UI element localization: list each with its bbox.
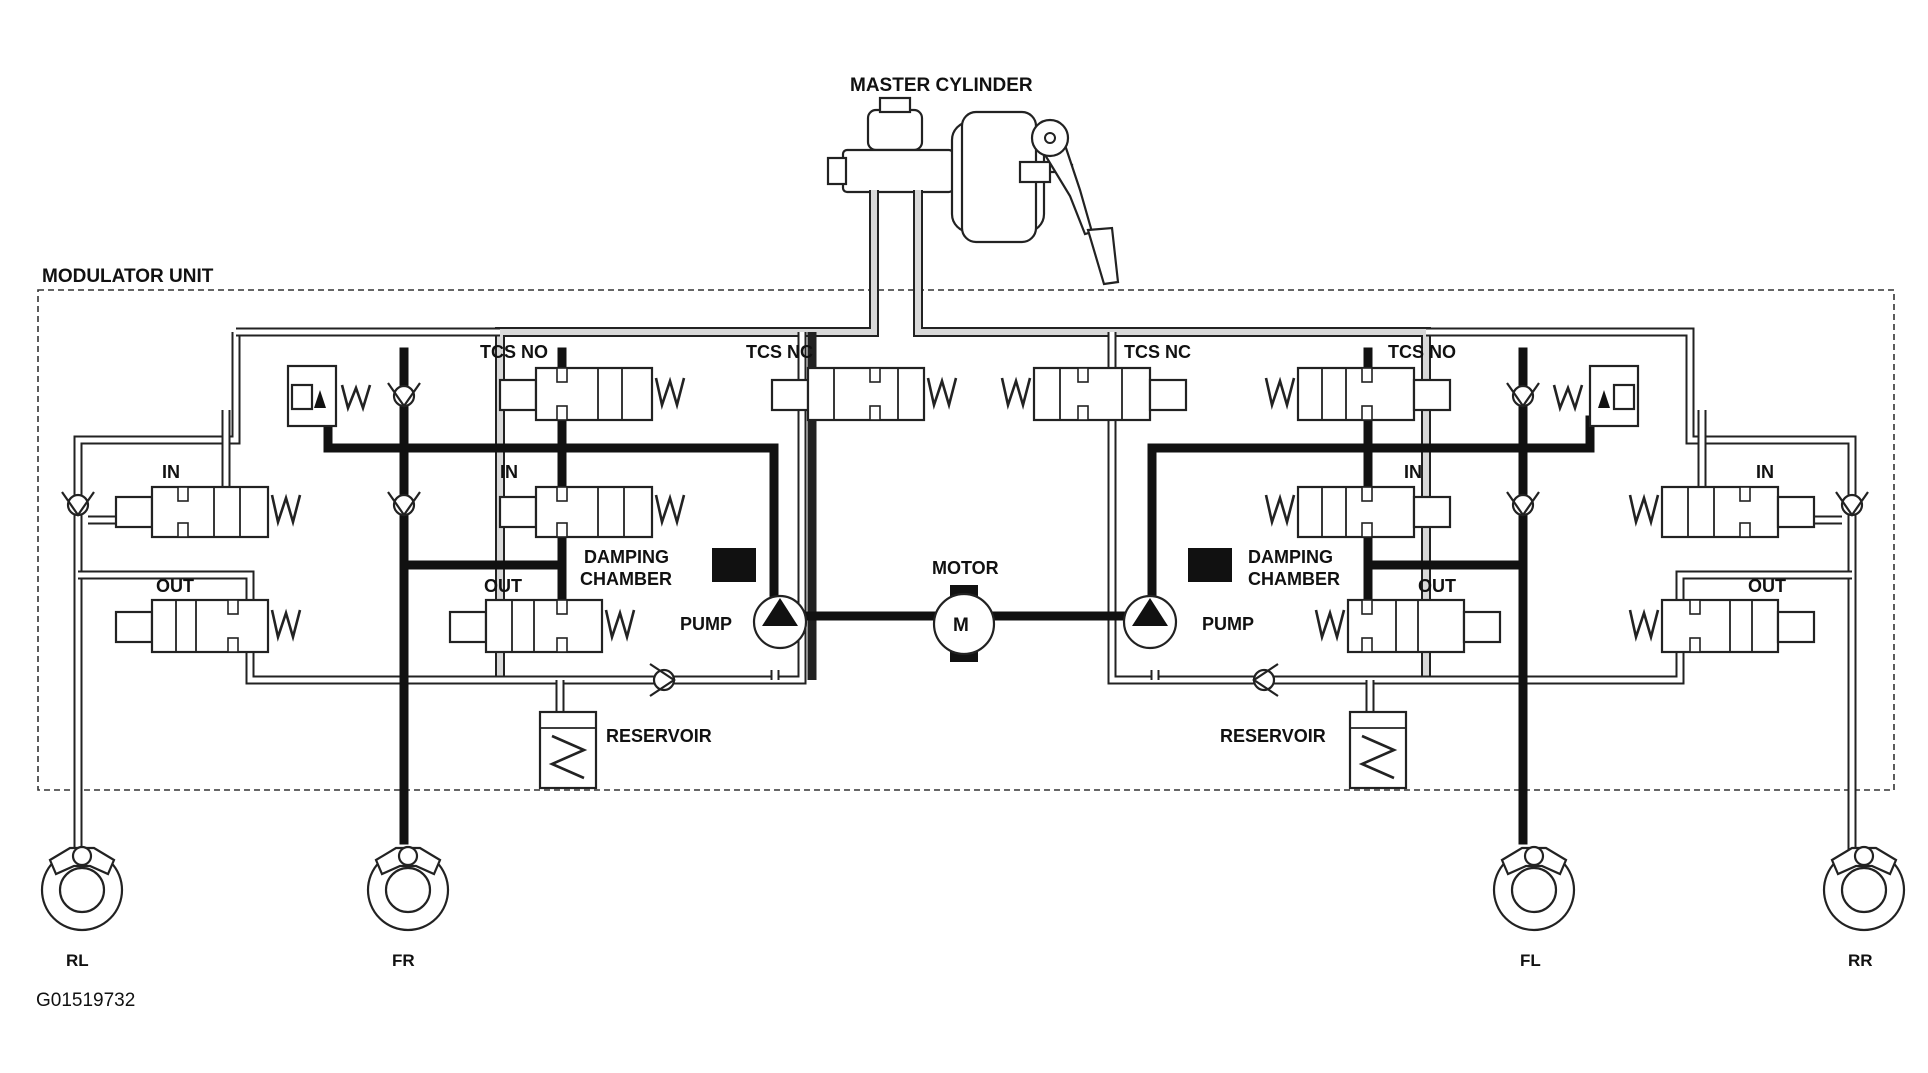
wheel-rl-label: RL	[66, 951, 89, 970]
valve-rl-in	[114, 485, 302, 539]
check-valve-fl-lower	[1506, 491, 1540, 517]
pump-left	[752, 594, 808, 650]
wheel-brake-fr	[366, 845, 450, 932]
wheel-brake-rr	[1822, 845, 1906, 932]
valve-rr-out-label: OUT	[1748, 576, 1786, 596]
valve-fr-in	[498, 485, 686, 539]
reservoir-right	[1348, 710, 1408, 790]
damping-chamber-left	[712, 548, 756, 582]
pump-right-label: PUMP	[1202, 614, 1254, 634]
tcs-no-right-label: TCS NO	[1388, 342, 1456, 362]
damping-chamber-left-label-1: DAMPING	[584, 547, 669, 567]
motor: M	[932, 585, 996, 662]
valve-fl-out-label: OUT	[1418, 576, 1456, 596]
valve-rl-in-label: IN	[162, 462, 180, 482]
modulator-unit-border	[37, 289, 1895, 791]
check-valves	[61, 382, 1869, 697]
damping-chamber-right	[1188, 548, 1232, 582]
valve-rl-out-label: OUT	[156, 576, 194, 596]
valve-rr-in-label: IN	[1756, 462, 1774, 482]
pump-left-label: PUMP	[680, 614, 732, 634]
valve-tcs-no-right	[1264, 366, 1452, 422]
figure-id: G01519732	[36, 990, 135, 1011]
tcs-nc-right-label: TCS NC	[1124, 342, 1191, 362]
tcs-no-left-label: TCS NO	[480, 342, 548, 362]
wheel-rr-label: RR	[1848, 951, 1873, 970]
valve-fl-in-label: IN	[1404, 462, 1422, 482]
tcs-nc-left-label: TCS NC	[746, 342, 813, 362]
check-valve-left-return	[649, 663, 676, 697]
modulator-unit-label: MODULATOR UNIT	[42, 266, 214, 287]
valve-right-proportioning	[1552, 364, 1640, 428]
check-valve-fr-upper	[387, 382, 421, 408]
valve-rr-out	[1628, 598, 1816, 654]
check-valve-rr	[1835, 491, 1869, 517]
check-valve-right-return	[1252, 663, 1279, 697]
wheel-fr-label: FR	[392, 951, 415, 970]
wheel-brake-rl	[40, 845, 124, 932]
valve-fr-out	[448, 598, 636, 654]
right-circuit-lines	[1107, 327, 1857, 850]
valve-fl-in	[1264, 485, 1452, 539]
damping-chamber-right-label-1: DAMPING	[1248, 547, 1333, 567]
motor-label: MOTOR	[932, 558, 999, 578]
damping-chamber-right-label-2: CHAMBER	[1248, 569, 1340, 589]
wheel-brake-fl	[1492, 845, 1576, 932]
valve-fl-out	[1314, 598, 1502, 654]
wheel-fl-label: FL	[1520, 951, 1541, 970]
check-valve-fl-upper	[1506, 382, 1540, 408]
master-cylinder-label: MASTER CYLINDER	[850, 75, 1033, 96]
valve-fr-in-label: IN	[500, 462, 518, 482]
check-valve-rl	[61, 491, 95, 517]
check-valve-fr-lower	[387, 491, 421, 517]
valve-tcs-nc-right	[1000, 366, 1188, 422]
valve-tcs-nc-left	[770, 366, 958, 422]
valve-rr-in	[1628, 485, 1816, 539]
damping-chamber-left-label-2: CHAMBER	[580, 569, 672, 589]
motor-symbol: M	[953, 615, 969, 636]
reservoir-left-label: RESERVOIR	[606, 726, 712, 746]
pump-right	[1122, 594, 1178, 650]
valve-fr-out-label: OUT	[484, 576, 522, 596]
valve-left-proportioning	[286, 364, 372, 428]
valve-tcs-no-left	[498, 366, 686, 422]
reservoir-right-label: RESERVOIR	[1220, 726, 1326, 746]
valve-rl-out	[114, 598, 302, 654]
master-cylinder-assembly	[826, 96, 1120, 286]
reservoir-left	[538, 710, 598, 790]
